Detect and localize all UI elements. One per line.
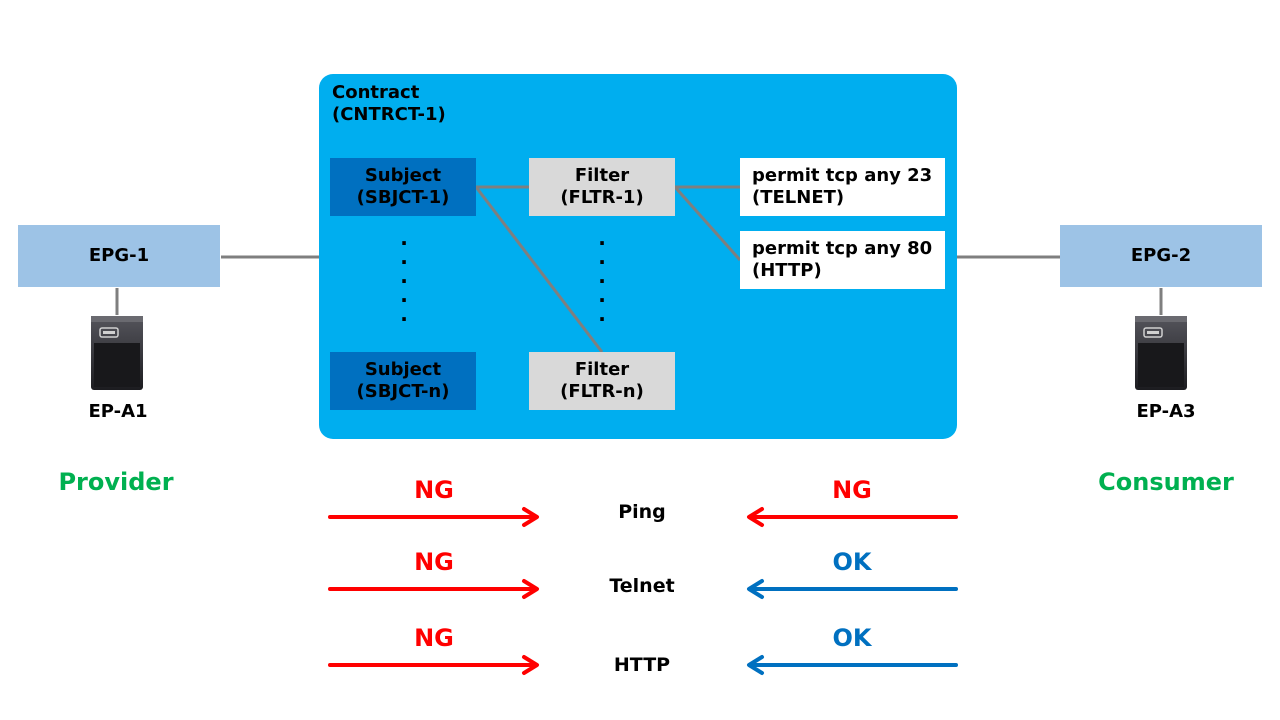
contract-title-line1: Contract [332,82,420,103]
protocol-telnet-label: Telnet [609,575,675,597]
epg-1-box: EPG-1 [18,225,220,287]
provider-label: Provider [58,468,174,496]
filter-box-1: Filter (FLTR-1) [529,158,675,216]
filter-ellipsis: ····· [598,231,606,331]
server-icon [1135,316,1187,390]
ping-consumer-arrow [747,507,958,527]
protocol-http-label: HTTP [613,654,671,676]
server-icon [91,316,143,390]
ping-provider-arrow [328,507,539,527]
rule-telnet-text: permit tcp any 23 [752,165,933,186]
rule-telnet-name: (TELNET) [752,187,845,208]
subject-1-label: Subject [364,165,442,186]
subject-box-1: Subject (SBJCT-1) [330,158,476,216]
ping-provider-status: NG [414,476,454,504]
subject-box-n: Subject (SBJCT-n) [330,352,476,410]
telnet-provider-status: NG [414,548,454,576]
rule-http-text: permit tcp any 80 [752,238,933,259]
consumer-label: Consumer [1098,468,1234,496]
subject-ellipsis: ····· [400,231,408,331]
subject-n-label: Subject [364,359,442,380]
rule-box-http: permit tcp any 80 (HTTP) [740,231,945,289]
epg-2-label: EPG-2 [1130,245,1192,266]
filter-box-n: Filter (FLTR-n) [529,352,675,410]
contract-title-line2: (CNTRCT-1) [332,104,446,125]
endpoint-a3-label: EP-A3 [1136,401,1196,422]
endpoint-a1-label: EP-A1 [88,401,148,422]
ping-consumer-status: NG [832,476,872,504]
filter-n-label: Filter [574,359,630,380]
telnet-provider-arrow [328,579,539,599]
telnet-consumer-status: OK [832,548,872,576]
filter1-rule2-line [673,186,742,261]
http-consumer-arrow [747,655,958,675]
http-provider-arrow [328,655,539,675]
telnet-consumer-arrow [747,579,958,599]
epg-1-label: EPG-1 [88,245,150,266]
filter-1-label: Filter [574,165,630,186]
subject1-filtern-line [474,186,604,353]
subject-n-id: (SBJCT-n) [356,381,450,402]
contract-title: Contract (CNTRCT-1) [332,82,446,126]
filter-n-id: (FLTR-n) [560,381,644,402]
http-provider-status: NG [414,624,454,652]
epg-2-box: EPG-2 [1060,225,1262,287]
protocol-ping-label: Ping [618,501,666,523]
subject-1-id: (SBJCT-1) [356,187,450,208]
rule-http-name: (HTTP) [752,260,822,281]
http-consumer-status: OK [832,624,872,652]
rule-box-telnet: permit tcp any 23 (TELNET) [740,158,945,216]
filter-1-id: (FLTR-1) [560,187,644,208]
